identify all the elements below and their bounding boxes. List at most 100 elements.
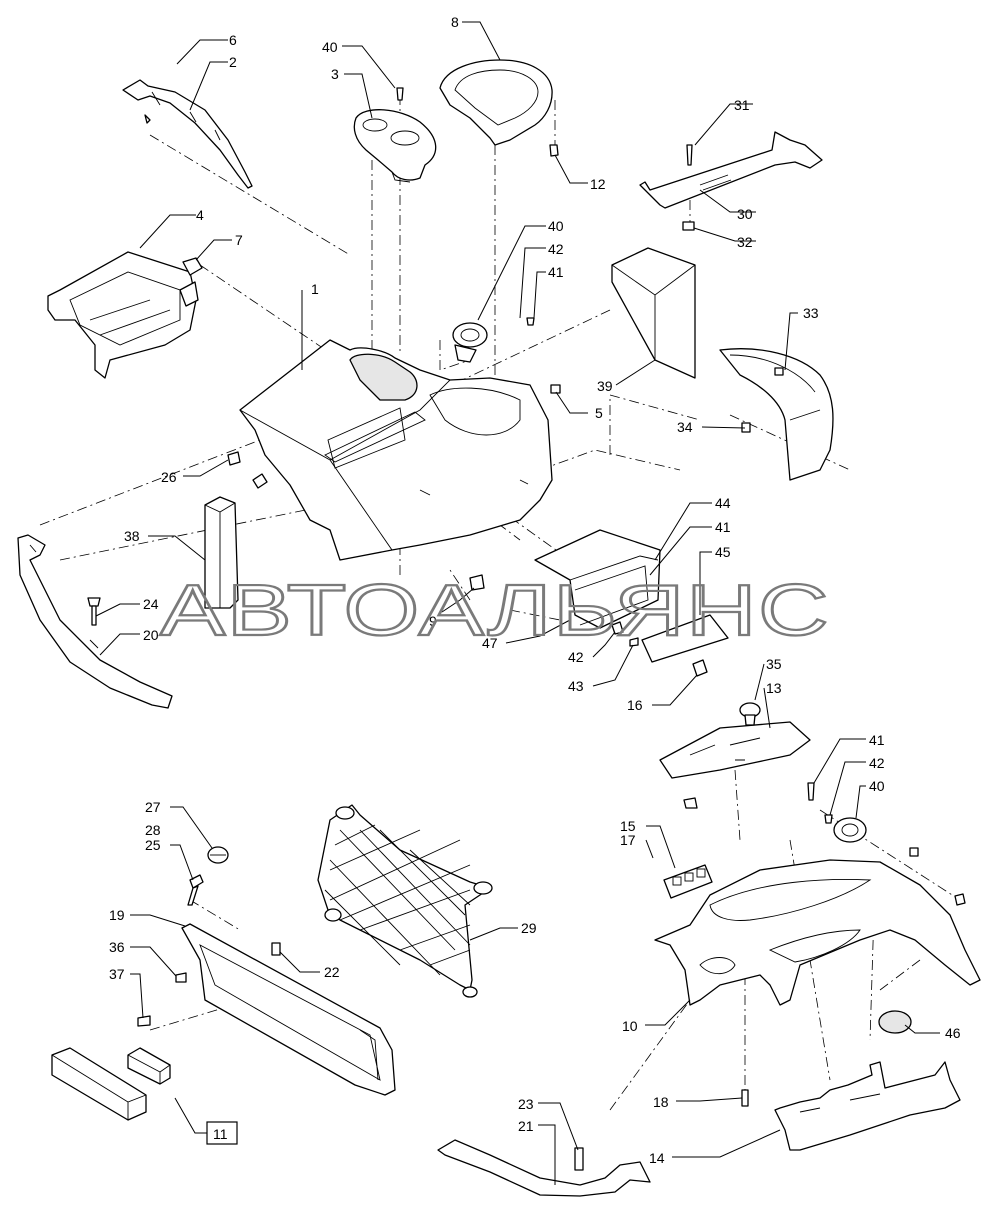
callout-38: 38 xyxy=(124,528,140,544)
callout-44: 41 xyxy=(715,519,731,535)
part-9-clip xyxy=(469,574,485,591)
callout-21: 21 xyxy=(518,1118,534,1134)
callout-27: 27 xyxy=(145,799,161,815)
part-5-screw xyxy=(550,384,561,394)
part-23-screw xyxy=(574,1147,584,1171)
callout-25: 25 xyxy=(145,837,161,853)
part-25-screw xyxy=(187,874,204,906)
callout-17: 17 xyxy=(620,832,636,848)
callout-46: 43 xyxy=(568,678,584,694)
callout-4: 4 xyxy=(196,207,204,223)
callout-45: 42 xyxy=(568,649,584,665)
part-13-tray xyxy=(659,721,811,809)
callout-24: 24 xyxy=(143,596,159,612)
part-1-main-console xyxy=(239,339,553,561)
callout-9: 9 xyxy=(429,613,437,629)
callout-13: 13 xyxy=(766,680,782,696)
callout-47: 44 xyxy=(715,495,731,511)
callout-29: 29 xyxy=(521,920,537,936)
part-21-lower-bar xyxy=(437,1139,651,1197)
callout-40-top: 40 xyxy=(548,218,564,234)
callout-41-right: 41 xyxy=(869,732,885,748)
callout-33: 33 xyxy=(803,305,819,321)
callout-37: 37 xyxy=(109,966,125,982)
part-11-foam-blocks xyxy=(51,1047,171,1121)
part-8-lid xyxy=(439,59,553,146)
part-2-curved-rail xyxy=(122,79,253,189)
part-34-clip xyxy=(741,422,751,433)
callout-5: 5 xyxy=(595,405,603,421)
callout-50: 47 xyxy=(482,635,498,651)
callout-16: 16 xyxy=(627,697,643,713)
part-14-bottom-bracket xyxy=(774,1061,961,1151)
part-18-screw xyxy=(741,1089,749,1107)
callout-22: 22 xyxy=(324,964,340,980)
callout-23: 23 xyxy=(518,1096,534,1112)
part-27-28-grommet xyxy=(207,846,229,864)
callout-14: 14 xyxy=(649,1150,665,1166)
part-7-nut xyxy=(182,257,203,276)
callout-36: 36 xyxy=(109,939,125,955)
part-22-clip xyxy=(271,942,281,956)
part-3-cup-holder xyxy=(353,109,437,183)
callout-26: 26 xyxy=(161,469,177,485)
callout-41-top: 41 xyxy=(548,264,564,280)
callout-28: 28 xyxy=(145,822,161,838)
part-47-small-box xyxy=(534,529,661,629)
callout-30: 30 xyxy=(737,206,753,222)
part-26-clip xyxy=(227,451,241,466)
part-41-screw-top xyxy=(526,317,535,326)
part-4-bracket xyxy=(47,251,199,379)
part-19-frame xyxy=(181,923,396,1096)
callout-15: 15 xyxy=(620,818,636,834)
part-40-vent-top xyxy=(452,322,488,363)
part-32-nut xyxy=(682,221,695,231)
callout-43: 40 xyxy=(322,39,338,55)
part-35-knob xyxy=(739,702,761,726)
leader-lines xyxy=(95,21,940,1185)
callout-35: 35 xyxy=(766,656,782,672)
callout-31: 31 xyxy=(734,97,750,113)
part-38-pad xyxy=(204,496,239,609)
part-15-switch-plate xyxy=(663,864,713,899)
part-24-screw xyxy=(87,597,101,626)
part-30-rail xyxy=(639,131,823,209)
callout-7: 7 xyxy=(235,232,243,248)
callout-11-box xyxy=(206,1121,238,1145)
callout-8: 8 xyxy=(451,14,459,30)
part-20-lower-bar xyxy=(17,534,173,709)
callout-labels: 6 2 40 3 8 12 4 7 31 30 32 40 42 41 1 33… xyxy=(109,14,961,1166)
callout-34: 34 xyxy=(677,419,693,435)
part-36-37-fasteners xyxy=(137,972,187,1027)
part-48-plate xyxy=(641,614,729,663)
part-29-net xyxy=(317,804,493,998)
callout-48: 45 xyxy=(715,544,731,560)
callout-12: 12 xyxy=(590,176,606,192)
part-43-screw xyxy=(396,87,404,101)
callout-18: 18 xyxy=(653,1094,669,1110)
part-10-lower-console xyxy=(654,847,981,1034)
part-12-clip xyxy=(549,144,559,157)
callout-6: 6 xyxy=(229,32,237,48)
callout-3: 3 xyxy=(331,66,339,82)
part-41-42-screws-right xyxy=(807,782,833,824)
part-45-46-clips xyxy=(611,621,639,647)
callout-19: 19 xyxy=(109,907,125,923)
callout-1: 1 xyxy=(311,281,319,297)
callout-42-top: 42 xyxy=(548,241,564,257)
callout-20: 20 xyxy=(143,627,159,643)
callout-2: 2 xyxy=(229,54,237,70)
callout-39: 39 xyxy=(597,378,613,394)
part-16-clip xyxy=(692,659,708,677)
part-40-vent-right xyxy=(833,817,867,843)
callout-40-right: 40 xyxy=(869,778,885,794)
callout-49: 46 xyxy=(945,1025,961,1041)
callout-42-right: 42 xyxy=(869,755,885,771)
callout-32: 32 xyxy=(737,234,753,250)
callout-10: 10 xyxy=(622,1018,638,1034)
watermark-text: АВТОАЛЬЯНС xyxy=(160,571,830,651)
part-31-screw xyxy=(686,144,693,166)
part-33-side-panel xyxy=(719,348,834,481)
